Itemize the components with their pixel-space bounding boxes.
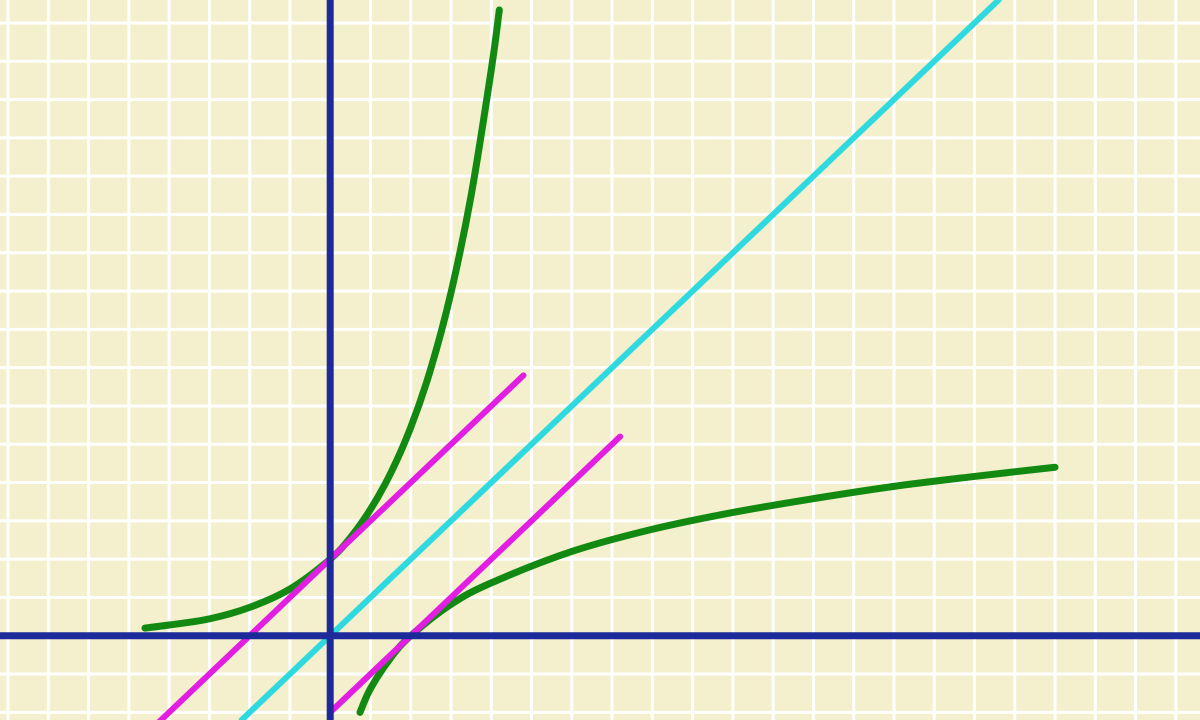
identity-curve-2 — [238, 0, 1002, 720]
tangent-curve-4 — [327, 433, 624, 716]
tangent-curve-3 — [156, 372, 527, 720]
exponential-curve-0 — [141, 6, 503, 632]
curves — [141, 0, 1059, 720]
